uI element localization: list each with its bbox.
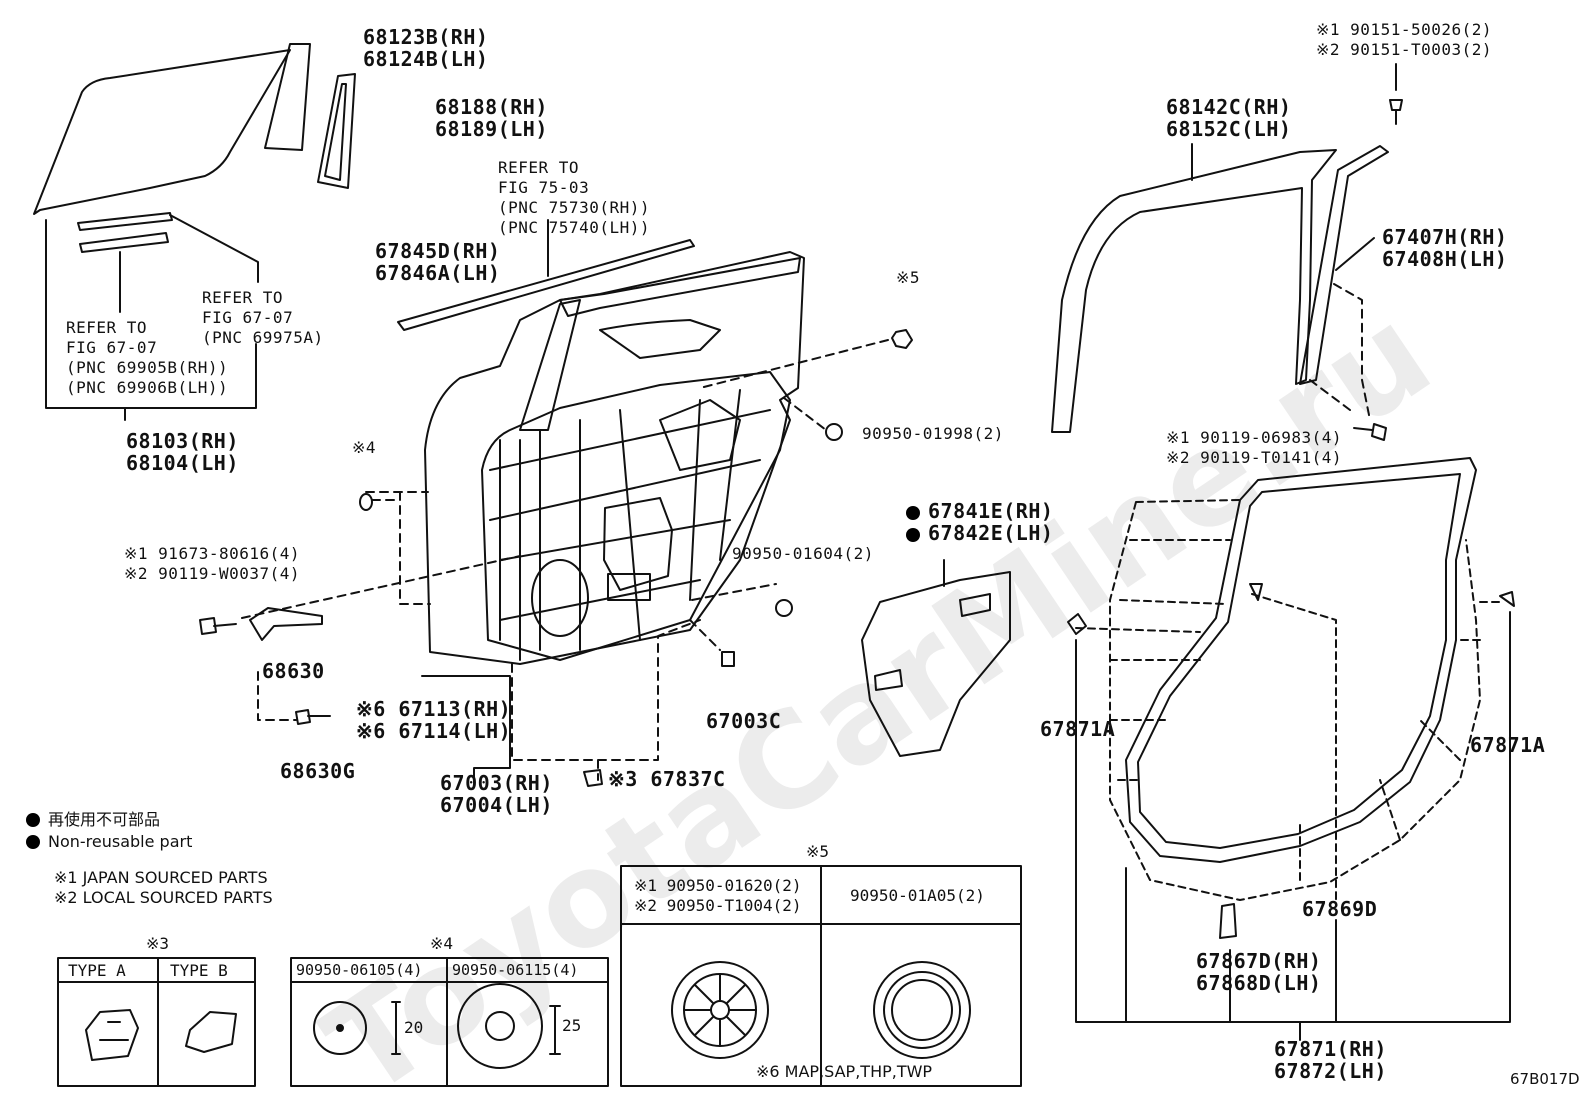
door-inner-panel <box>481 371 791 661</box>
label-cover: 67841E(RH) 67842E(LH) <box>906 500 1053 544</box>
door-weatherstrip-upper <box>1051 149 1337 433</box>
label-check-bolt: 68630G <box>280 759 356 783</box>
clip-left <box>1067 613 1087 635</box>
label-ws-right: 67871A <box>1470 733 1546 757</box>
table3-col-a: TYPE A <box>68 961 126 980</box>
table5-col-a: ※1 90950-01620(2)※2 90950-T1004(2) <box>634 876 802 915</box>
legend-jp: 再使用不可部品 <box>26 806 160 830</box>
outer-moulding <box>397 239 695 331</box>
label-moulding: 67845D(RH)67846A(LH) <box>375 239 501 285</box>
bumper-67003c <box>721 651 735 667</box>
label-ws-left: 67871A <box>1040 717 1116 741</box>
label-regulator: 68103(RH)68104(LH) <box>126 429 239 475</box>
plug-1998 <box>825 423 843 441</box>
clip-mark5 <box>891 329 913 349</box>
label-weatherstrip-upper: 68142C(RH)68152C(LH) <box>1166 95 1292 141</box>
table4-col-b: 90950-06115(4) <box>452 961 579 979</box>
bolt-mid <box>1353 423 1387 441</box>
label-ws-clip: 67867D(RH)67868D(LH) <box>1196 949 1322 995</box>
clip-center <box>1249 583 1263 601</box>
label-bolt-mid: ※1 90119-06983(4)※2 90119-T0141(4) <box>1166 428 1343 467</box>
clip-67837c <box>583 769 603 787</box>
table3-mark: ※3 <box>146 934 170 953</box>
table4-col-a: 90950-06105(4) <box>296 961 423 979</box>
table5-col-b: 90950-01A05(2) <box>850 886 985 905</box>
plug-mark4 <box>359 493 373 511</box>
label-ws-asm: 67871(RH)67872(LH) <box>1274 1037 1387 1083</box>
label-mark4: ※4 <box>352 438 377 457</box>
legend-src1: ※1 JAPAN SOURCED PARTS <box>54 868 268 887</box>
belt-moulding-b <box>79 232 169 253</box>
belt-moulding-a <box>77 212 173 231</box>
label-panel-sub: ※6 67113(RH)※6 67114(LH) <box>356 697 512 743</box>
glass-run-channel <box>1299 145 1389 385</box>
label-screw: ※1 91673-80616(4)※2 90119-W0037(4) <box>124 544 301 583</box>
label-channel: 67407H(RH)67408H(LH) <box>1382 225 1508 271</box>
quarter-glass <box>264 43 311 151</box>
label-plug-1604: 90950-01604(2) <box>732 544 874 563</box>
table4-mark: ※4 <box>430 934 454 953</box>
label-mark5: ※5 <box>896 268 921 287</box>
legend-en: Non-reusable part <box>26 832 192 851</box>
label-bolt-top: ※1 90151-50026(2)※2 90151-T0003(2) <box>1316 20 1493 59</box>
table4-dim-b: 25 <box>562 1016 582 1035</box>
label-bumper: 67003C <box>706 709 782 733</box>
label-plug-1998: 90950-01998(2) <box>862 424 1004 443</box>
clip-right <box>1499 591 1515 607</box>
quarter-frame <box>317 73 356 189</box>
legend-src2: ※2 LOCAL SOURCED PARTS <box>54 888 273 907</box>
door-weatherstrip <box>1125 457 1477 863</box>
figure-code: 67B017D <box>1510 1070 1580 1088</box>
check-bolt <box>295 709 331 725</box>
table5-mark: ※5 <box>806 842 830 861</box>
screw <box>199 617 237 635</box>
door-glass <box>33 49 291 215</box>
door-shell <box>424 251 805 665</box>
table3-col-b: TYPE B <box>170 961 228 980</box>
label-check: 68630 <box>262 659 325 683</box>
table4-frame <box>290 957 609 1087</box>
table4-dim-a: 20 <box>404 1018 424 1037</box>
label-glass: 68123B(RH)68124B(LH) <box>363 25 489 71</box>
clip-bottom <box>1219 903 1237 939</box>
label-door-panel: 67003(RH)67004(LH) <box>440 771 553 817</box>
plug-1604 <box>775 599 793 617</box>
table3-frame <box>57 957 256 1087</box>
bolt-top <box>1389 99 1403 125</box>
footnote-6: ※6 MAP,SAP,THP,TWP <box>756 1062 933 1081</box>
label-clip-37c: ※3 67837C <box>608 767 726 791</box>
service-cover <box>861 571 1011 757</box>
label-ws-main: 67869D <box>1302 897 1378 921</box>
label-quarter-frame: 68188(RH)68189(LH) <box>435 95 548 141</box>
door-check <box>249 607 323 641</box>
